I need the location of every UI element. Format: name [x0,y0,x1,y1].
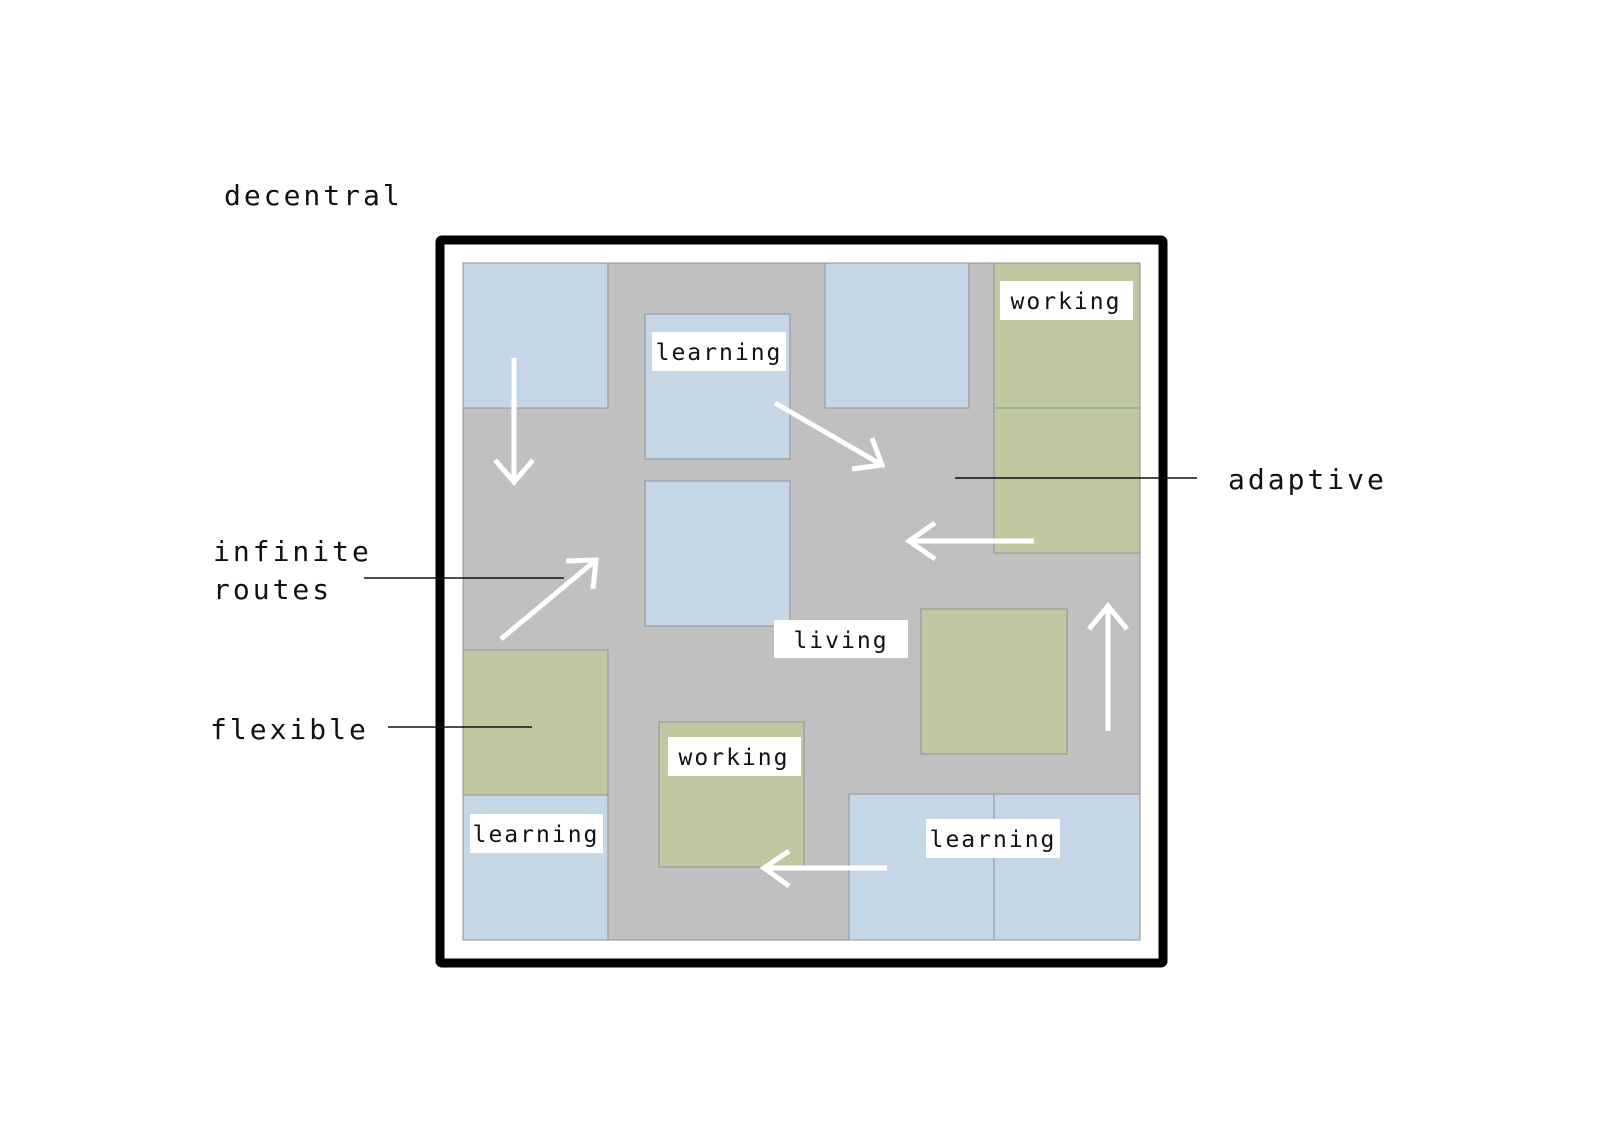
route-arrow-diagonal-up-right [499,557,599,641]
zone-label: working [679,745,790,771]
zone-label: learning [930,827,1057,853]
label-learning-top: learning [652,332,786,371]
working-block [920,608,1068,755]
route-arrow-down [493,358,535,486]
annotation-adaptive: adaptive [1228,463,1387,496]
annotation-infinite-routes-line2: routes [213,573,332,606]
zone-label: learning [656,340,783,366]
diagram-title: decentral [224,179,403,212]
annotation-infinite-routes-line1: infinite [213,535,372,568]
zone-label: learning [473,822,600,848]
working-block [462,649,609,796]
zone-label: working [1011,289,1122,315]
route-arrow-left [904,520,1034,562]
label-working-bottom: working [668,737,801,776]
learning-block [644,480,791,627]
route-arrow-diagonal-down-right [773,400,886,472]
label-learning-bottom-left: learning [470,814,603,853]
label-living: living [774,620,908,658]
learning-block [462,262,609,409]
learning-block [824,262,970,409]
label-learning-bottom-right: learning [926,819,1060,858]
zone-label: living [793,628,888,654]
label-working-top-right: working [1000,281,1133,320]
route-arrow-up [1087,602,1129,731]
route-arrow-left-bottom [759,848,887,889]
working-block [993,407,1141,554]
learning-block [993,793,1141,941]
annotation-flexible: flexible [210,713,369,746]
